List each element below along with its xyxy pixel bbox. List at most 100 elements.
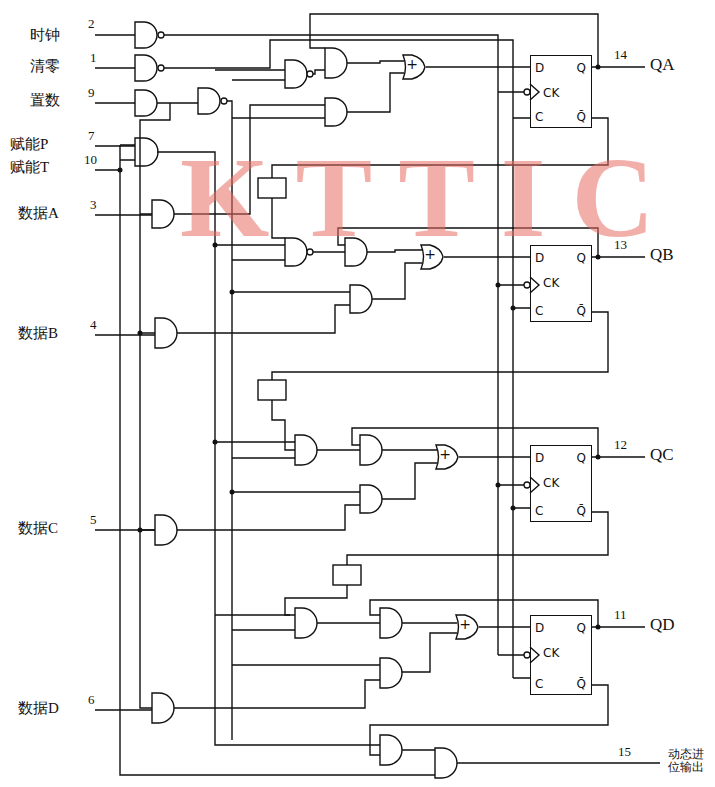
wire-connector bbox=[459, 456, 530, 457]
wire-connector bbox=[426, 66, 530, 67]
pin-number: 9 bbox=[88, 86, 95, 100]
pin-name: C bbox=[535, 505, 543, 517]
or-gate: + bbox=[435, 444, 459, 470]
inversion-bubble bbox=[158, 32, 164, 38]
pin-name: D bbox=[535, 622, 544, 634]
gate-symbol: + bbox=[455, 617, 475, 631]
junction-dot bbox=[138, 331, 143, 336]
junction-dot bbox=[138, 528, 143, 533]
flip-flop-box: D Q CK C Q̄ bbox=[530, 615, 592, 695]
signal-name: 数据A bbox=[18, 205, 59, 222]
pin-name: D bbox=[535, 62, 544, 74]
wire bbox=[177, 228, 645, 450]
pin-number: 14 bbox=[614, 48, 627, 62]
pin-name: Q bbox=[577, 62, 586, 74]
enable-wire bbox=[120, 145, 435, 775]
pin-number: 3 bbox=[90, 198, 97, 212]
wire-connector bbox=[479, 626, 530, 627]
gate-symbol: + bbox=[435, 447, 455, 461]
pin-number: 5 bbox=[90, 513, 97, 527]
pin-number: 12 bbox=[614, 438, 627, 452]
logic-block bbox=[258, 178, 286, 198]
pin-number: 11 bbox=[614, 608, 627, 622]
pin-name: Q̄ bbox=[577, 505, 586, 517]
signal-name: QA bbox=[650, 56, 675, 75]
pin-name: C bbox=[535, 678, 543, 690]
signal-name: QB bbox=[650, 246, 674, 265]
pin-name: CK bbox=[543, 477, 559, 489]
pin-name: Q̄ bbox=[577, 678, 586, 690]
and-gate bbox=[152, 608, 457, 778]
and-gate bbox=[155, 435, 382, 545]
pin-number: 6 bbox=[88, 693, 95, 707]
pin-number: 4 bbox=[90, 318, 97, 332]
pin-name: D bbox=[535, 452, 544, 464]
signal-name: 动态进位输出 bbox=[668, 748, 705, 774]
wire bbox=[174, 600, 660, 763]
pin-number: 2 bbox=[88, 17, 95, 31]
signal-name: 置数 bbox=[30, 92, 60, 109]
pin-name: D bbox=[535, 252, 544, 264]
junction-dot bbox=[596, 65, 601, 70]
or-gate: + bbox=[402, 54, 426, 80]
logic-block bbox=[333, 565, 361, 585]
watermark: KTTIC bbox=[180, 140, 681, 255]
pin-number: 1 bbox=[90, 51, 97, 65]
junction-dot bbox=[213, 243, 218, 248]
junction-dot bbox=[511, 506, 516, 511]
junction-dot bbox=[230, 490, 235, 495]
pin-number: 13 bbox=[614, 238, 627, 252]
pin-name: CK bbox=[543, 277, 559, 289]
clock-triangle bbox=[530, 84, 539, 663]
logic-block bbox=[258, 380, 286, 400]
signal-name: QD bbox=[650, 616, 675, 635]
pin-number: 7 bbox=[88, 129, 95, 143]
wire bbox=[95, 35, 155, 710]
inversion-bubble bbox=[307, 249, 313, 255]
wire bbox=[177, 428, 645, 615]
pin-name: CK bbox=[543, 647, 559, 659]
junction-dot bbox=[596, 255, 601, 260]
clear-wire bbox=[164, 40, 530, 678]
junction-dot bbox=[496, 283, 501, 288]
junction-dot bbox=[496, 483, 501, 488]
inversion-bubble bbox=[307, 71, 313, 77]
pin-number: 10 bbox=[84, 153, 97, 167]
junction-dot bbox=[596, 625, 601, 630]
signal-name: 赋能P bbox=[10, 136, 48, 153]
flip-flop-box: D Q CK C Q̄ bbox=[530, 445, 592, 522]
signal-name: 清零 bbox=[30, 58, 60, 75]
or-gate: + bbox=[420, 244, 444, 270]
pin-name: CK bbox=[543, 87, 559, 99]
load-wire bbox=[140, 101, 232, 740]
signal-name: 时钟 bbox=[30, 27, 60, 44]
pin-name: Q bbox=[577, 622, 586, 634]
pin-name: Q bbox=[577, 452, 586, 464]
pin-name: Q̄ bbox=[577, 111, 586, 123]
flip-flop-box: DQCKCQ̄ bbox=[530, 55, 592, 128]
wire-connector bbox=[444, 256, 530, 257]
signal-name: QC bbox=[650, 446, 674, 465]
signal-name: 数据D bbox=[18, 700, 59, 717]
flip-flop-box: D Q CK C Q̄ bbox=[530, 245, 592, 322]
inversion-bubble bbox=[221, 98, 227, 104]
and-gate bbox=[135, 22, 220, 166]
pin-name: Q̄ bbox=[577, 305, 586, 317]
or-gate: + bbox=[455, 614, 479, 640]
junction-dot bbox=[511, 306, 516, 311]
signal-name: 数据C bbox=[18, 520, 58, 537]
signal-name: 赋能T bbox=[10, 159, 49, 176]
signal-name: 数据B bbox=[18, 325, 58, 342]
pin-name: C bbox=[535, 305, 543, 317]
pin-number: 15 bbox=[618, 745, 631, 759]
junction-dot bbox=[596, 455, 601, 460]
inversion-bubble bbox=[158, 65, 164, 71]
clock-wire bbox=[164, 35, 526, 655]
wire bbox=[174, 14, 645, 238]
pin-name: Q bbox=[577, 252, 586, 264]
gate-symbol: + bbox=[420, 247, 440, 261]
junction-dot bbox=[230, 290, 235, 295]
